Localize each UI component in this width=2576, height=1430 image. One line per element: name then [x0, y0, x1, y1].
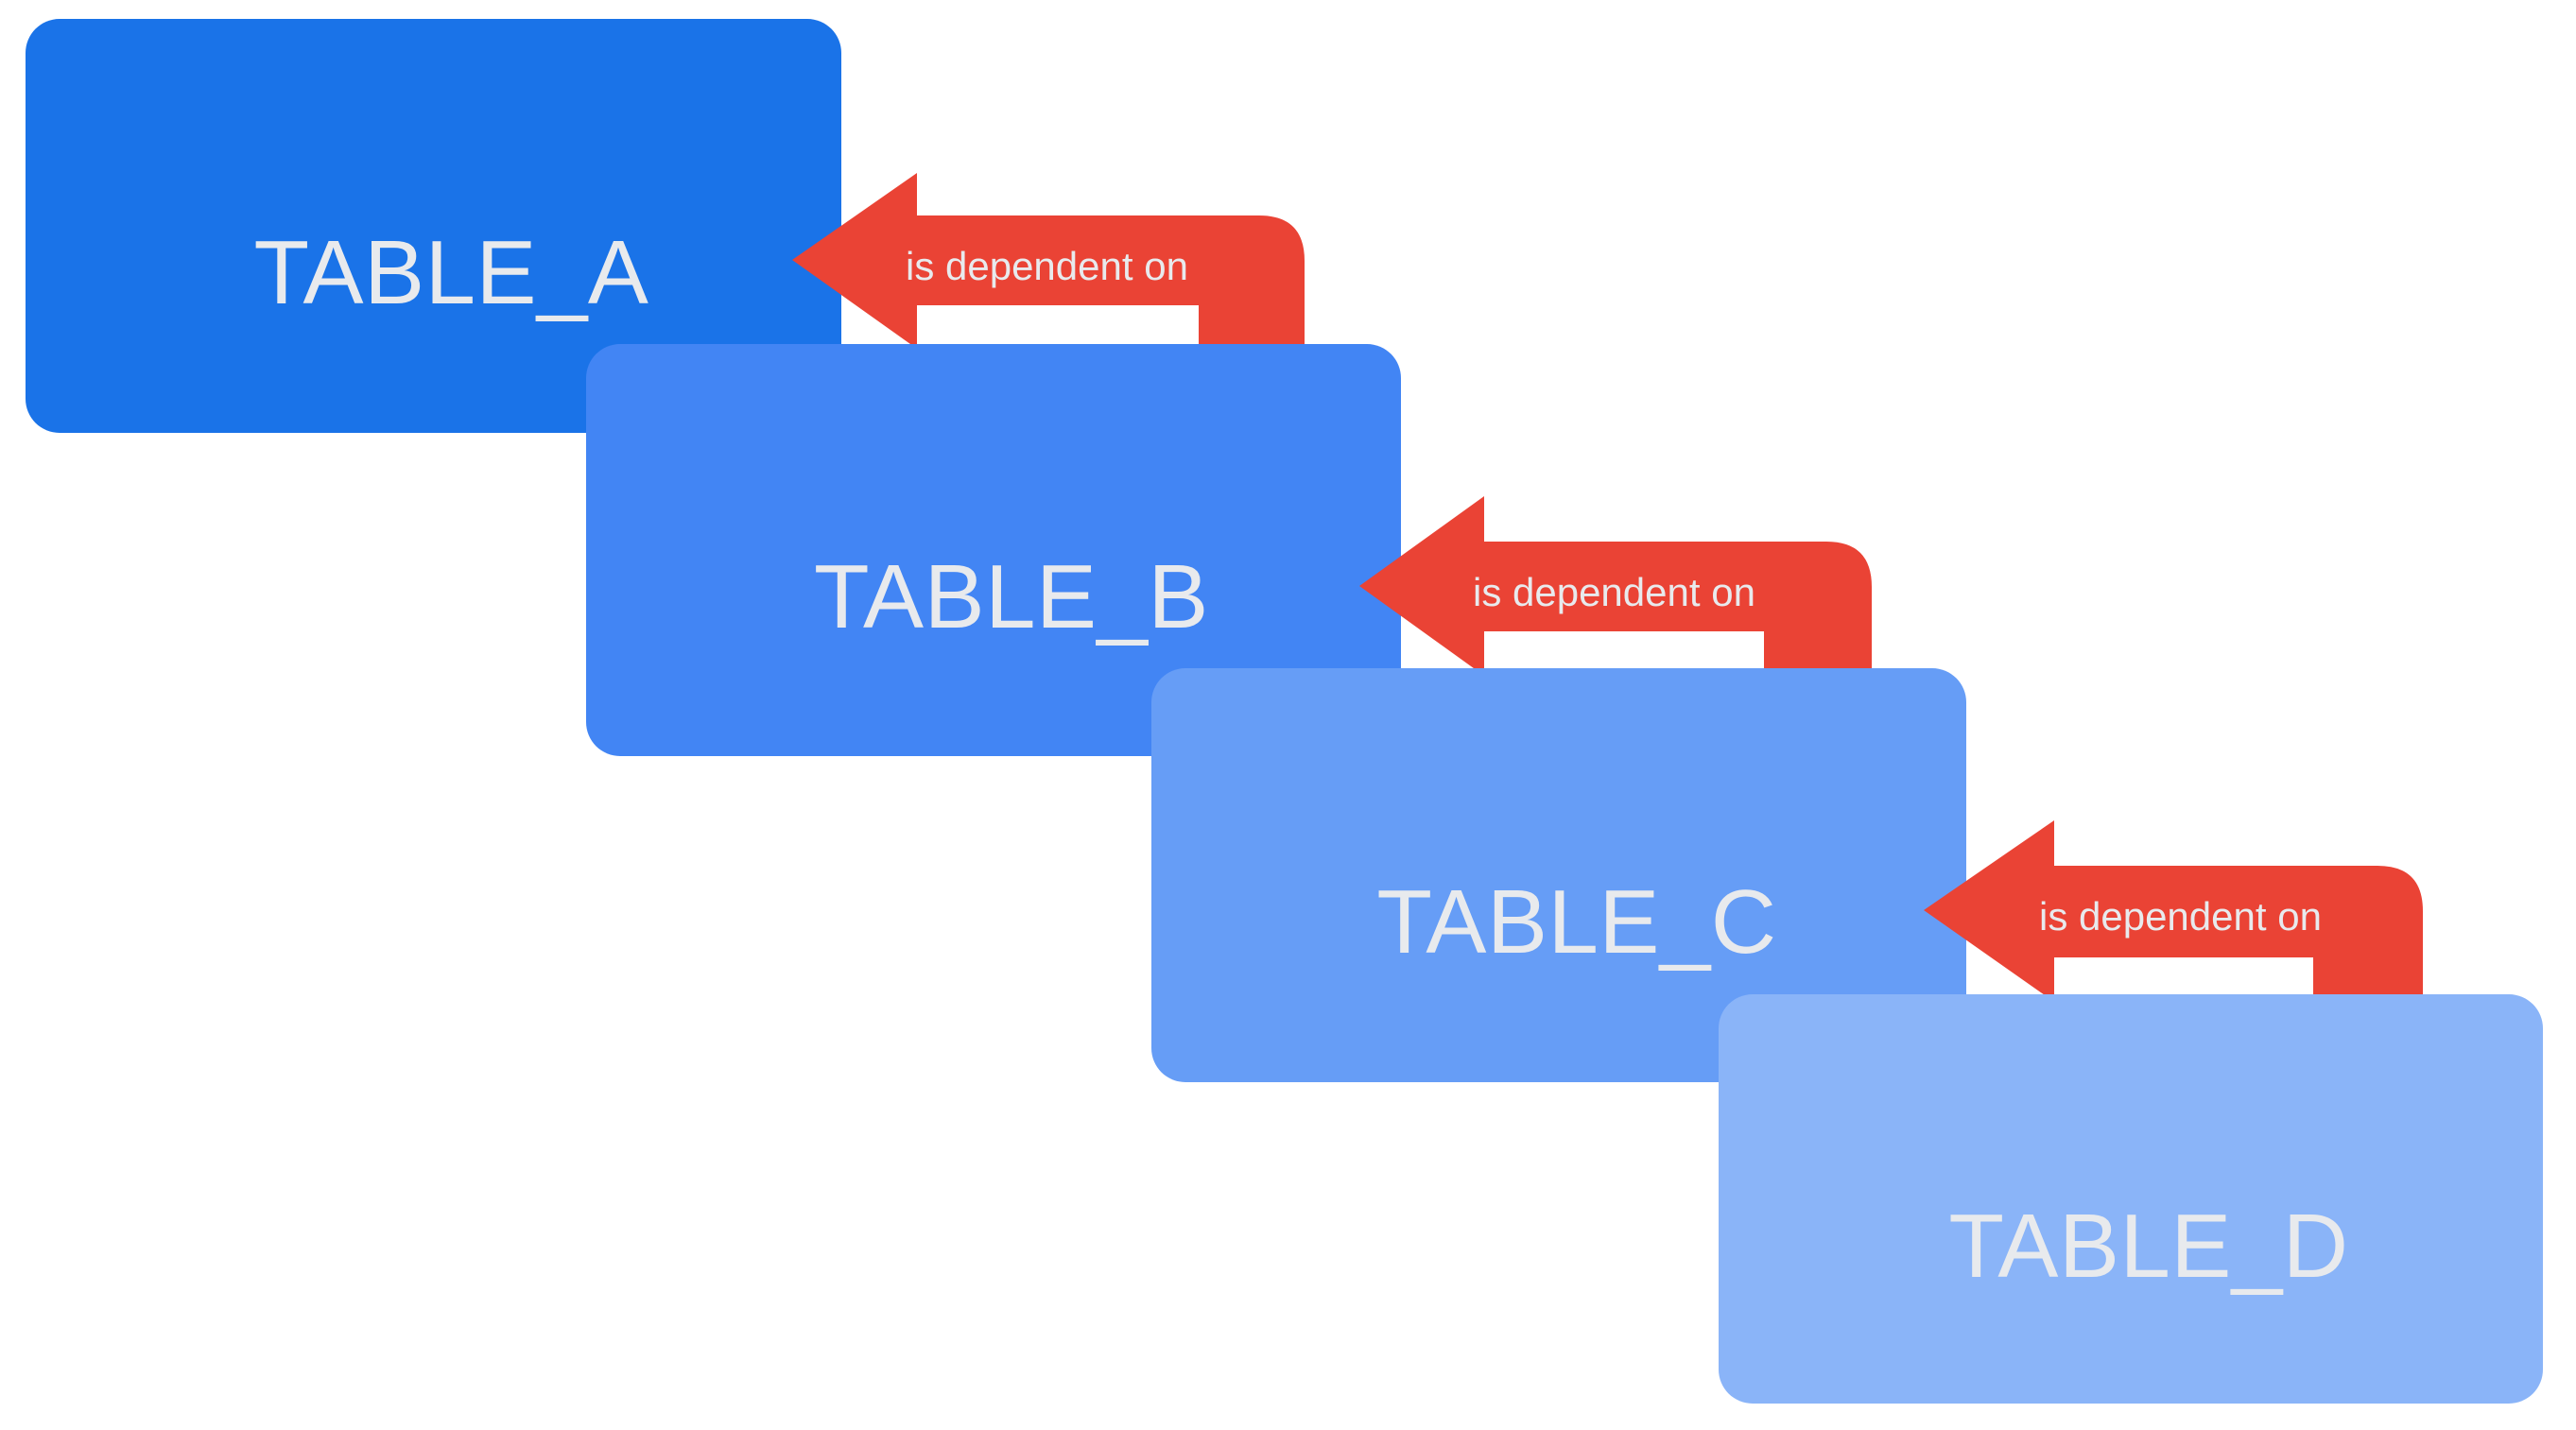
- node-table-a[interactable]: TABLE_A: [26, 19, 841, 433]
- node-table-a-label: TABLE_A: [253, 222, 649, 323]
- node-table-c-label: TABLE_C: [1376, 871, 1777, 973]
- dependency-arrow-icon: [1359, 496, 1872, 723]
- dependency-arrow-icon: [1924, 820, 2423, 1050]
- node-table-d[interactable]: TABLE_D: [1719, 994, 2543, 1404]
- node-table-d-label: TABLE_D: [1948, 1195, 2349, 1297]
- dependency-arrow-icon: [792, 173, 1305, 396]
- node-table-b-label: TABLE_B: [814, 546, 1209, 647]
